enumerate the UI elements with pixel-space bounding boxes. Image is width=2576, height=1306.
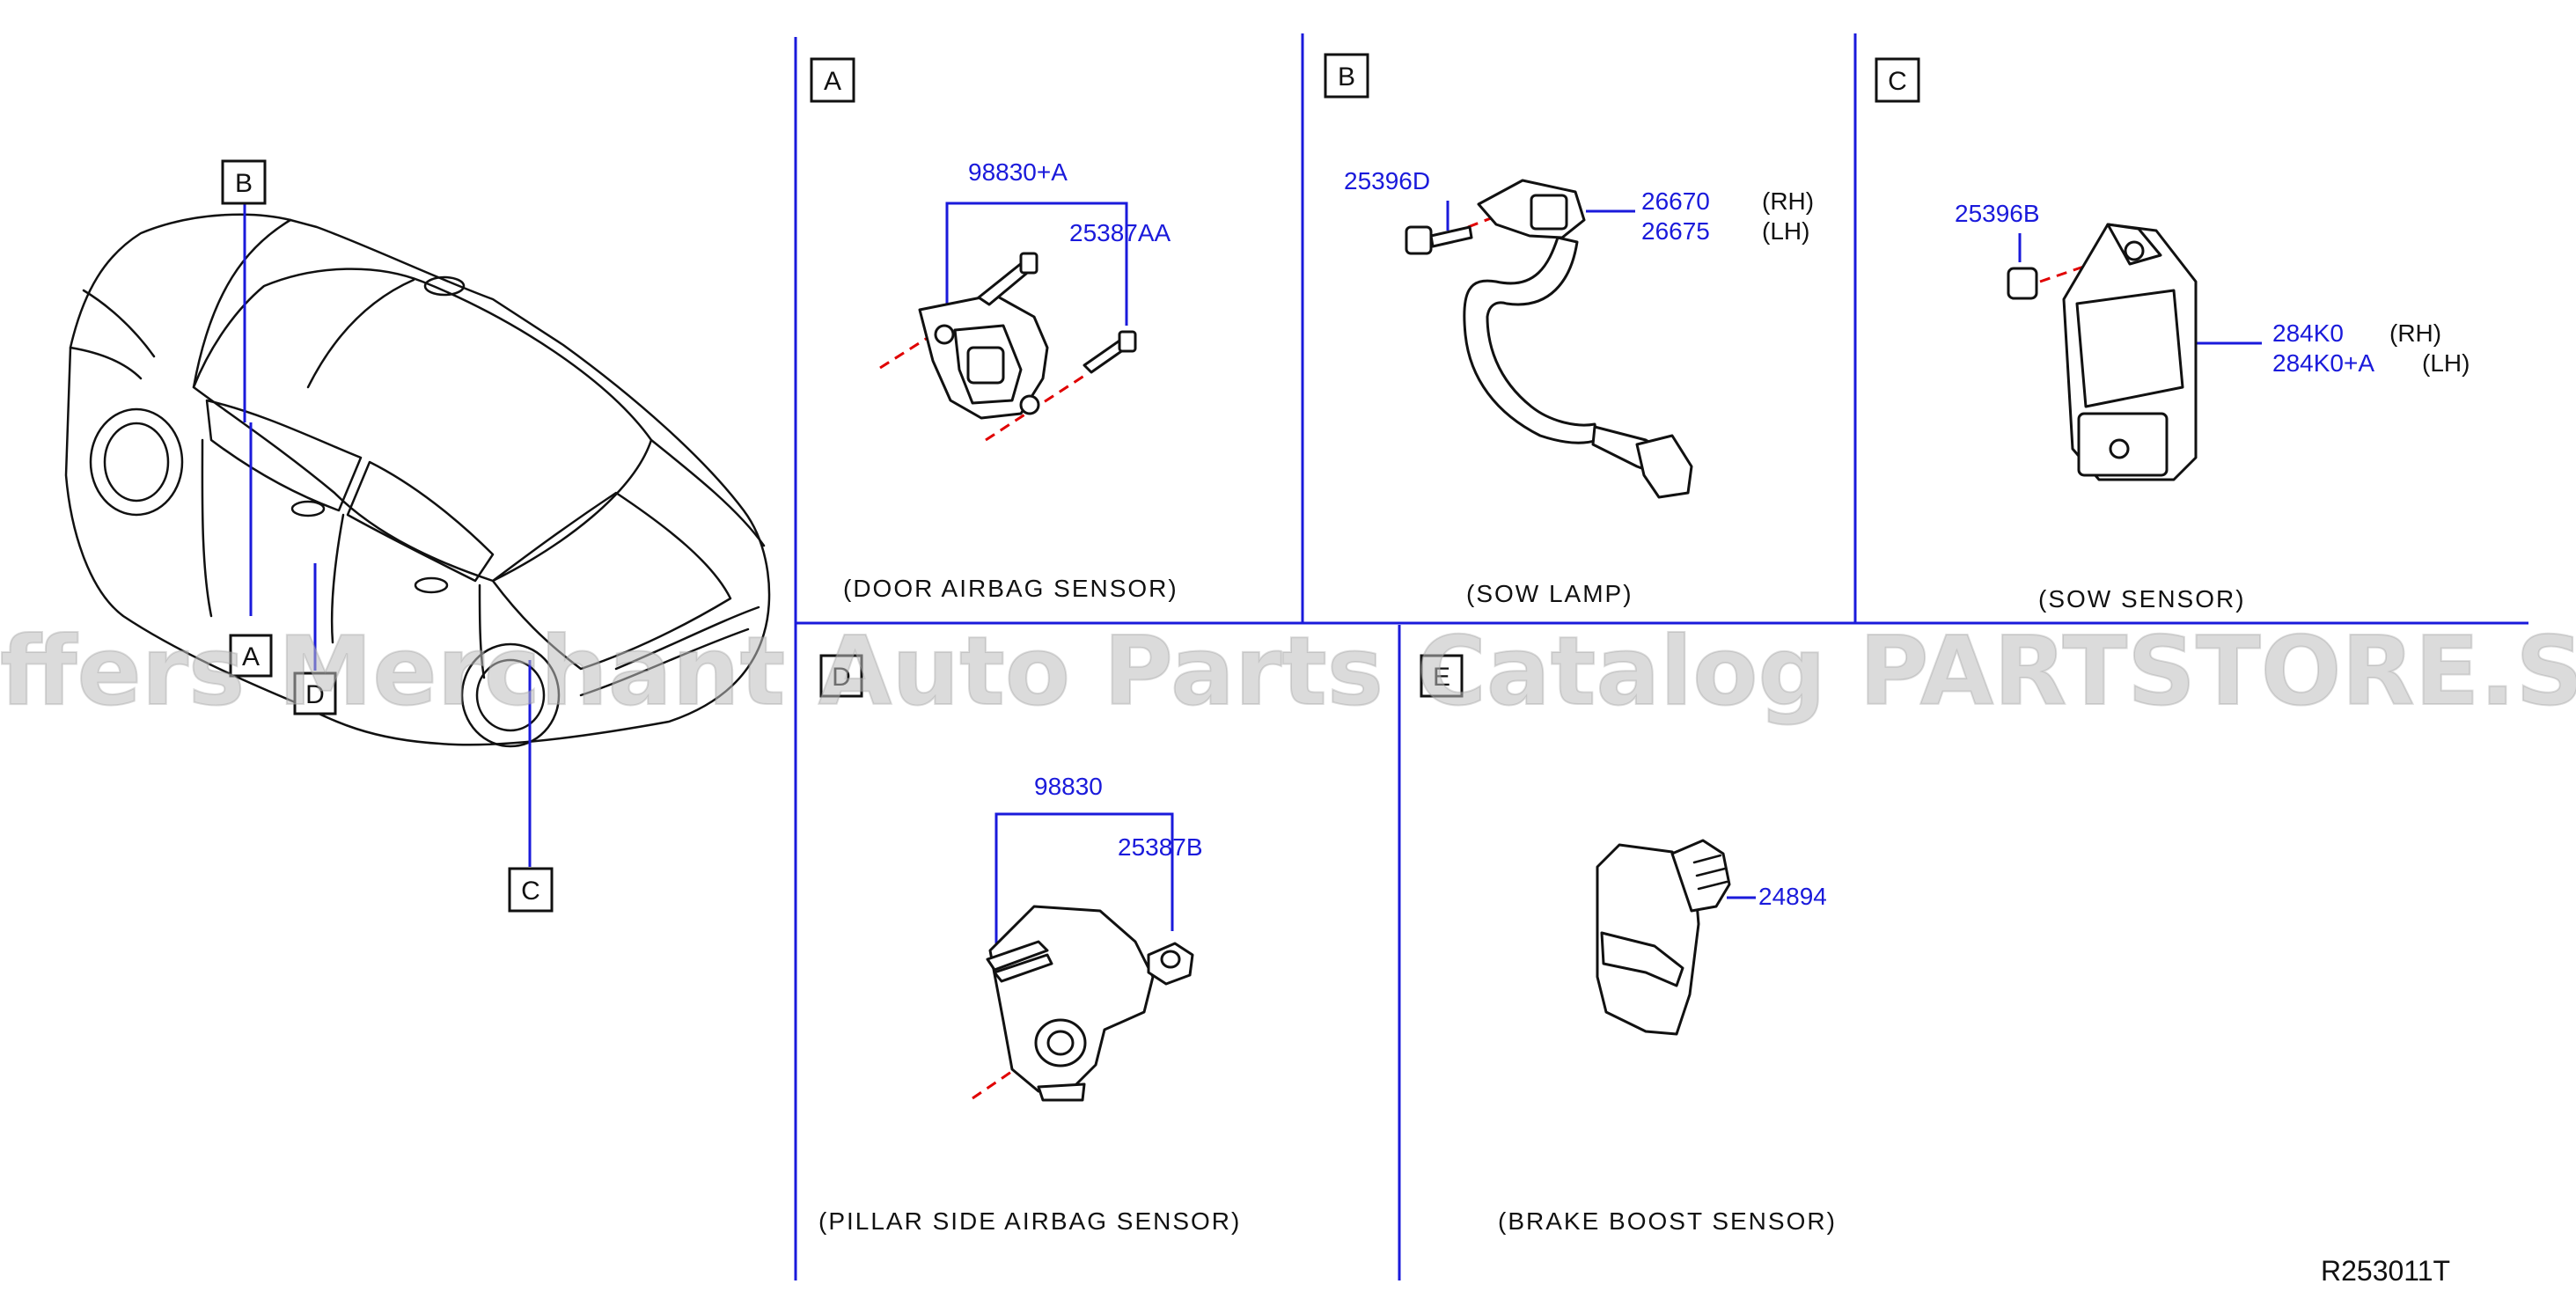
section-B: B 25396D 26670 26675 (RH) (LH) (SOW LAMP… — [1324, 53, 1814, 607]
section-caption-E: (BRAKE BOOST SENSOR) — [1498, 1207, 1837, 1235]
section-label-box-A — [810, 57, 855, 103]
section-label-box-C — [1875, 57, 1920, 103]
svg-text:A: A — [242, 642, 260, 671]
section-caption-D: (PILLAR SIDE AIRBAG SENSOR) — [818, 1207, 1241, 1235]
part-number-24894[interactable]: 24894 — [1758, 883, 1827, 910]
part-number-25396D[interactable]: 25396D — [1344, 167, 1430, 194]
part-number-98830[interactable]: 98830 — [1034, 773, 1103, 800]
pillar-airbag-sensor-drawing — [972, 905, 1194, 1102]
section-label-C: C — [1888, 67, 1907, 96]
vehicle-callout-leaders — [243, 204, 532, 867]
watermark-text: Offers Merchant Auto Parts Catalog PARTS… — [0, 617, 2576, 727]
part-number-26670[interactable]: 26670 — [1641, 187, 1710, 215]
part-number-25387B[interactable]: 25387B — [1118, 833, 1203, 861]
side-label-lh-lamp: (LH) — [1762, 217, 1809, 245]
part-number-26675[interactable]: 26675 — [1641, 217, 1710, 245]
diagram-reference-code: R253011T — [2321, 1255, 2450, 1287]
part-number-284K0-A[interactable]: 284K0+A — [2272, 349, 2374, 377]
section-caption-B: (SOW LAMP) — [1466, 580, 1633, 607]
side-label-lh-sensor: (LH) — [2422, 349, 2470, 377]
section-label-box-E — [1420, 654, 1464, 698]
section-caption-A: (DOOR AIRBAG SENSOR) — [843, 575, 1178, 602]
vehicle-callout-D: D — [293, 671, 337, 715]
section-label-D: D — [832, 663, 851, 692]
svg-text:D: D — [305, 680, 325, 709]
section-label-A: A — [824, 67, 841, 96]
section-label-box-B — [1324, 53, 1369, 99]
part-number-284K0[interactable]: 284K0 — [2272, 319, 2344, 347]
vehicle-outline — [64, 213, 771, 748]
side-label-rh-sensor: (RH) — [2389, 319, 2441, 347]
section-A: A 98830+A 25387AA (DOOR AIRBAG SENSOR) — [810, 57, 1178, 602]
sow-lamp-drawing — [1405, 179, 1693, 499]
svg-text:C: C — [521, 877, 540, 906]
part-number-98830-A[interactable]: 98830+A — [968, 158, 1068, 186]
svg-text:B: B — [235, 169, 253, 198]
part-number-25387AA[interactable]: 25387AA — [1069, 219, 1171, 246]
part-number-25396B[interactable]: 25396B — [1955, 200, 2040, 227]
section-label-B: B — [1338, 62, 1355, 92]
side-label-rh-lamp: (RH) — [1762, 187, 1814, 215]
door-airbag-sensor-drawing — [879, 252, 1137, 442]
section-label-box-D — [819, 654, 863, 698]
vehicle-callout-C: C — [508, 867, 554, 913]
section-E: E 24894 (BRAKE BOOST SENSOR) — [1420, 654, 1837, 1235]
vehicle-callout-A: A — [229, 634, 273, 678]
sow-sensor-drawing — [2007, 223, 2198, 481]
vehicle-callout-B: B — [221, 159, 267, 205]
brake-boost-sensor-drawing — [1596, 839, 1731, 1036]
section-label-E: E — [1433, 663, 1450, 692]
section-D: D 98830 25387B (PILLAR SIDE AIRBAG SENSO… — [818, 654, 1241, 1235]
section-C: C 25396B 284K0 284K0+A (RH) (LH) (SOW SE… — [1875, 57, 2470, 613]
panel-dividers — [794, 33, 2528, 1280]
section-caption-C: (SOW SENSOR) — [2038, 585, 2246, 613]
